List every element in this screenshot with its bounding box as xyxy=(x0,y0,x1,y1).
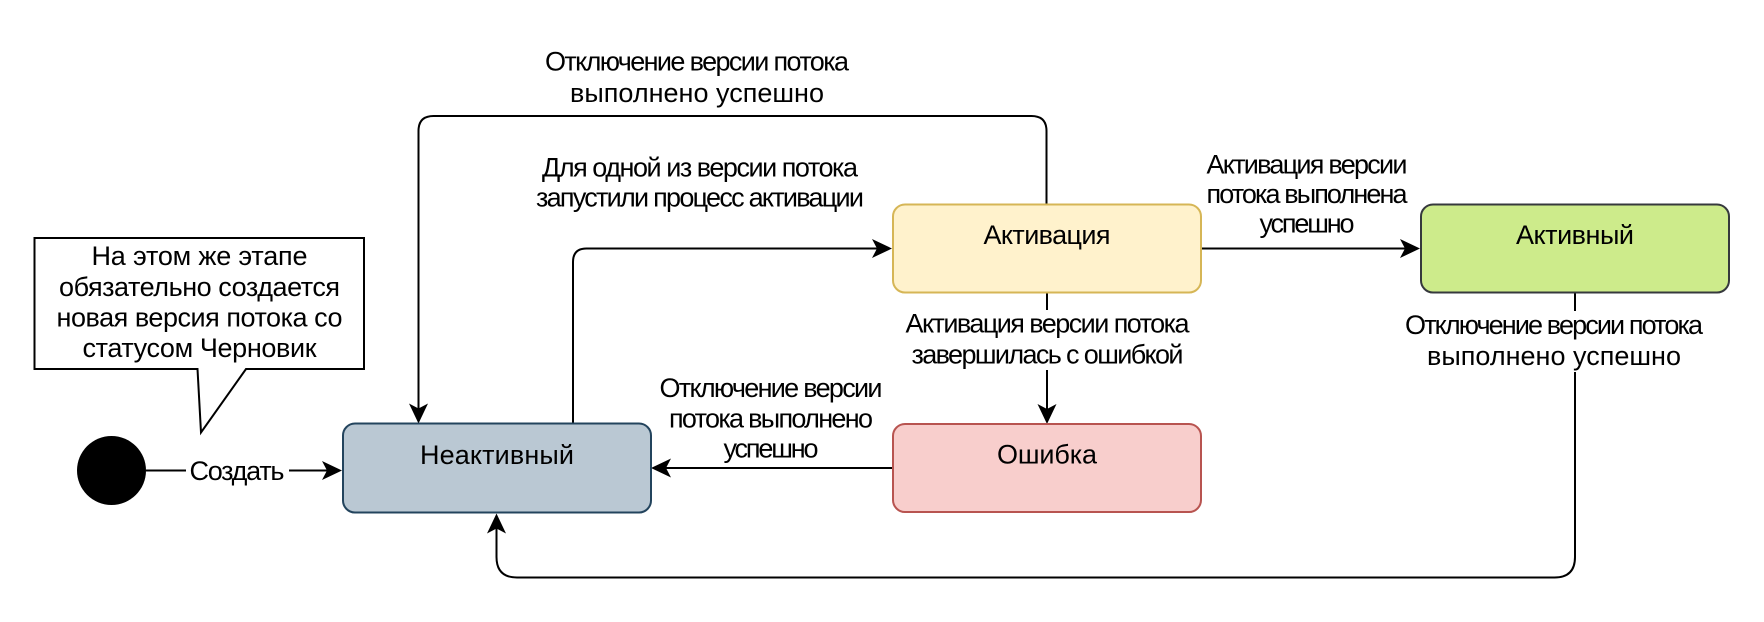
svg-text:Отключение версии: Отключение версии xyxy=(660,373,883,403)
svg-text:выполнено успешно: выполнено успешно xyxy=(1427,341,1681,371)
svg-text:Для одной из версии потока: Для одной из версии потока xyxy=(542,153,859,183)
svg-text:Неактивный: Неактивный xyxy=(420,440,574,470)
svg-text:Активный: Активный xyxy=(1516,220,1634,250)
svg-text:новая версия потока со: новая версия потока со xyxy=(57,303,343,333)
svg-text:успешно: успешно xyxy=(1260,209,1355,239)
svg-text:Активация: Активация xyxy=(984,220,1111,250)
svg-text:выполнено успешно: выполнено успешно xyxy=(570,78,824,108)
svg-text:Ошибка: Ошибка xyxy=(997,440,1098,470)
svg-text:Отключение версии потока: Отключение версии потока xyxy=(1405,310,1704,340)
svg-text:Активация версии потока: Активация версии потока xyxy=(906,309,1191,339)
svg-text:Активация версии: Активация версии xyxy=(1207,149,1408,179)
svg-text:завершилась с ошибкой: завершилась с ошибкой xyxy=(912,339,1184,369)
svg-text:успешно: успешно xyxy=(724,434,819,464)
svg-text:обязательно создается: обязательно создается xyxy=(59,272,340,302)
svg-text:запустили процесс активации: запустили процесс активации xyxy=(536,183,864,213)
svg-text:потока выполнена: потока выполнена xyxy=(1207,179,1409,209)
svg-text:потока выполнено: потока выполнено xyxy=(669,403,873,433)
svg-text:Отключение версии потока: Отключение версии потока xyxy=(545,47,850,77)
svg-text:На этом же этапе: На этом же этапе xyxy=(92,241,308,271)
svg-text:Создать: Создать xyxy=(190,456,285,486)
svg-text:статусом Черновик: статусом Черновик xyxy=(83,333,317,363)
